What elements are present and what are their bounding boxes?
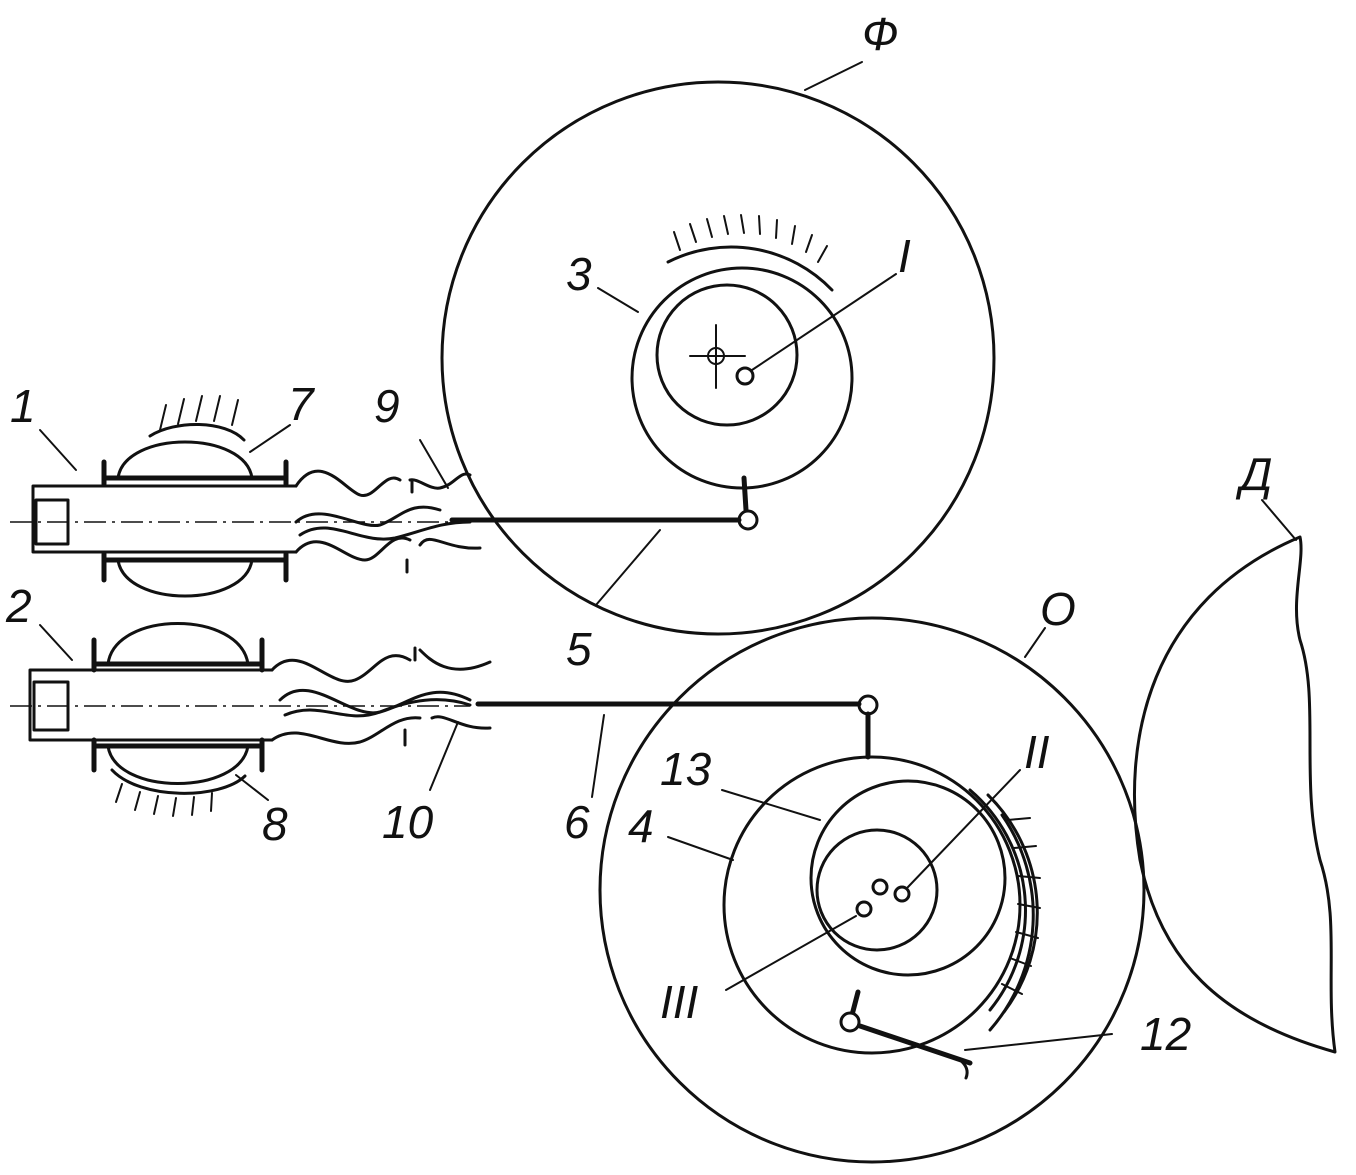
label-part: Д [1235,448,1272,500]
label-6: 6 [564,796,590,848]
piston-1 [34,498,70,546]
upper-hatching [673,214,828,263]
leader-4 [667,836,734,861]
leader-12 [964,1033,1113,1051]
piston-2 [32,680,70,732]
cylinder-2 [10,622,492,817]
shaft-3-pin [855,900,873,918]
lower-support-arc-2 [986,793,1039,1014]
leader-object [1024,627,1046,658]
shaft-pin-a [871,878,889,896]
leader-5 [595,529,661,606]
flywheel-disk [440,61,996,636]
label-7: 7 [288,378,315,430]
leader-part [1261,499,1297,541]
lower-support-arc-3 [988,813,1035,1032]
label-12: 12 [1140,1008,1191,1060]
leader-9 [419,439,449,489]
label-shaft-3: III [660,976,699,1028]
upper-rod-pin [737,509,759,531]
label-13: 13 [660,743,712,795]
upper-support-arc [666,245,834,292]
lever-12 [857,1023,973,1066]
leader-shaft-3 [725,915,857,991]
label-2: 2 [5,580,32,632]
leader-3 [597,287,639,313]
shaft-2-pin [893,885,911,903]
label-9: 9 [374,380,400,432]
label-10: 10 [382,796,434,848]
leader-2 [39,624,73,661]
leader-1 [39,429,77,471]
label-3: 3 [566,248,592,300]
label-1: 1 [10,380,36,432]
part-shape [1132,499,1337,1054]
label-8: 8 [262,798,288,850]
label-shaft-2: II [1024,726,1050,778]
leader-6 [591,714,605,798]
lower-support-arc-1 [968,788,1027,1012]
label-5: 5 [566,623,592,675]
bearing-upper-2 [106,622,250,666]
leader-shaft-2 [907,769,1021,888]
leader-shaft-1 [751,273,897,371]
lower-cam-assembly [667,694,1113,1080]
leader-7 [249,424,291,453]
label-flywheel: Ф [862,8,899,60]
lower-rod-pin [857,694,879,716]
leader-flywheel [804,61,863,91]
upper-cam-assembly [597,214,897,531]
lower-hatching [1001,817,1041,995]
leader-13 [721,789,821,821]
label-shaft-1: I [898,230,911,282]
leader-8 [235,774,269,801]
lever-pin [839,1011,861,1033]
label-4: 4 [628,800,654,852]
cylinder-1 [10,395,482,598]
leader-10 [429,721,459,791]
bearing-8 [106,744,250,785]
object-disk [598,616,1146,1164]
bearing-7 [116,440,254,480]
shaft-1-pin [735,366,755,386]
label-object: О [1040,583,1076,635]
